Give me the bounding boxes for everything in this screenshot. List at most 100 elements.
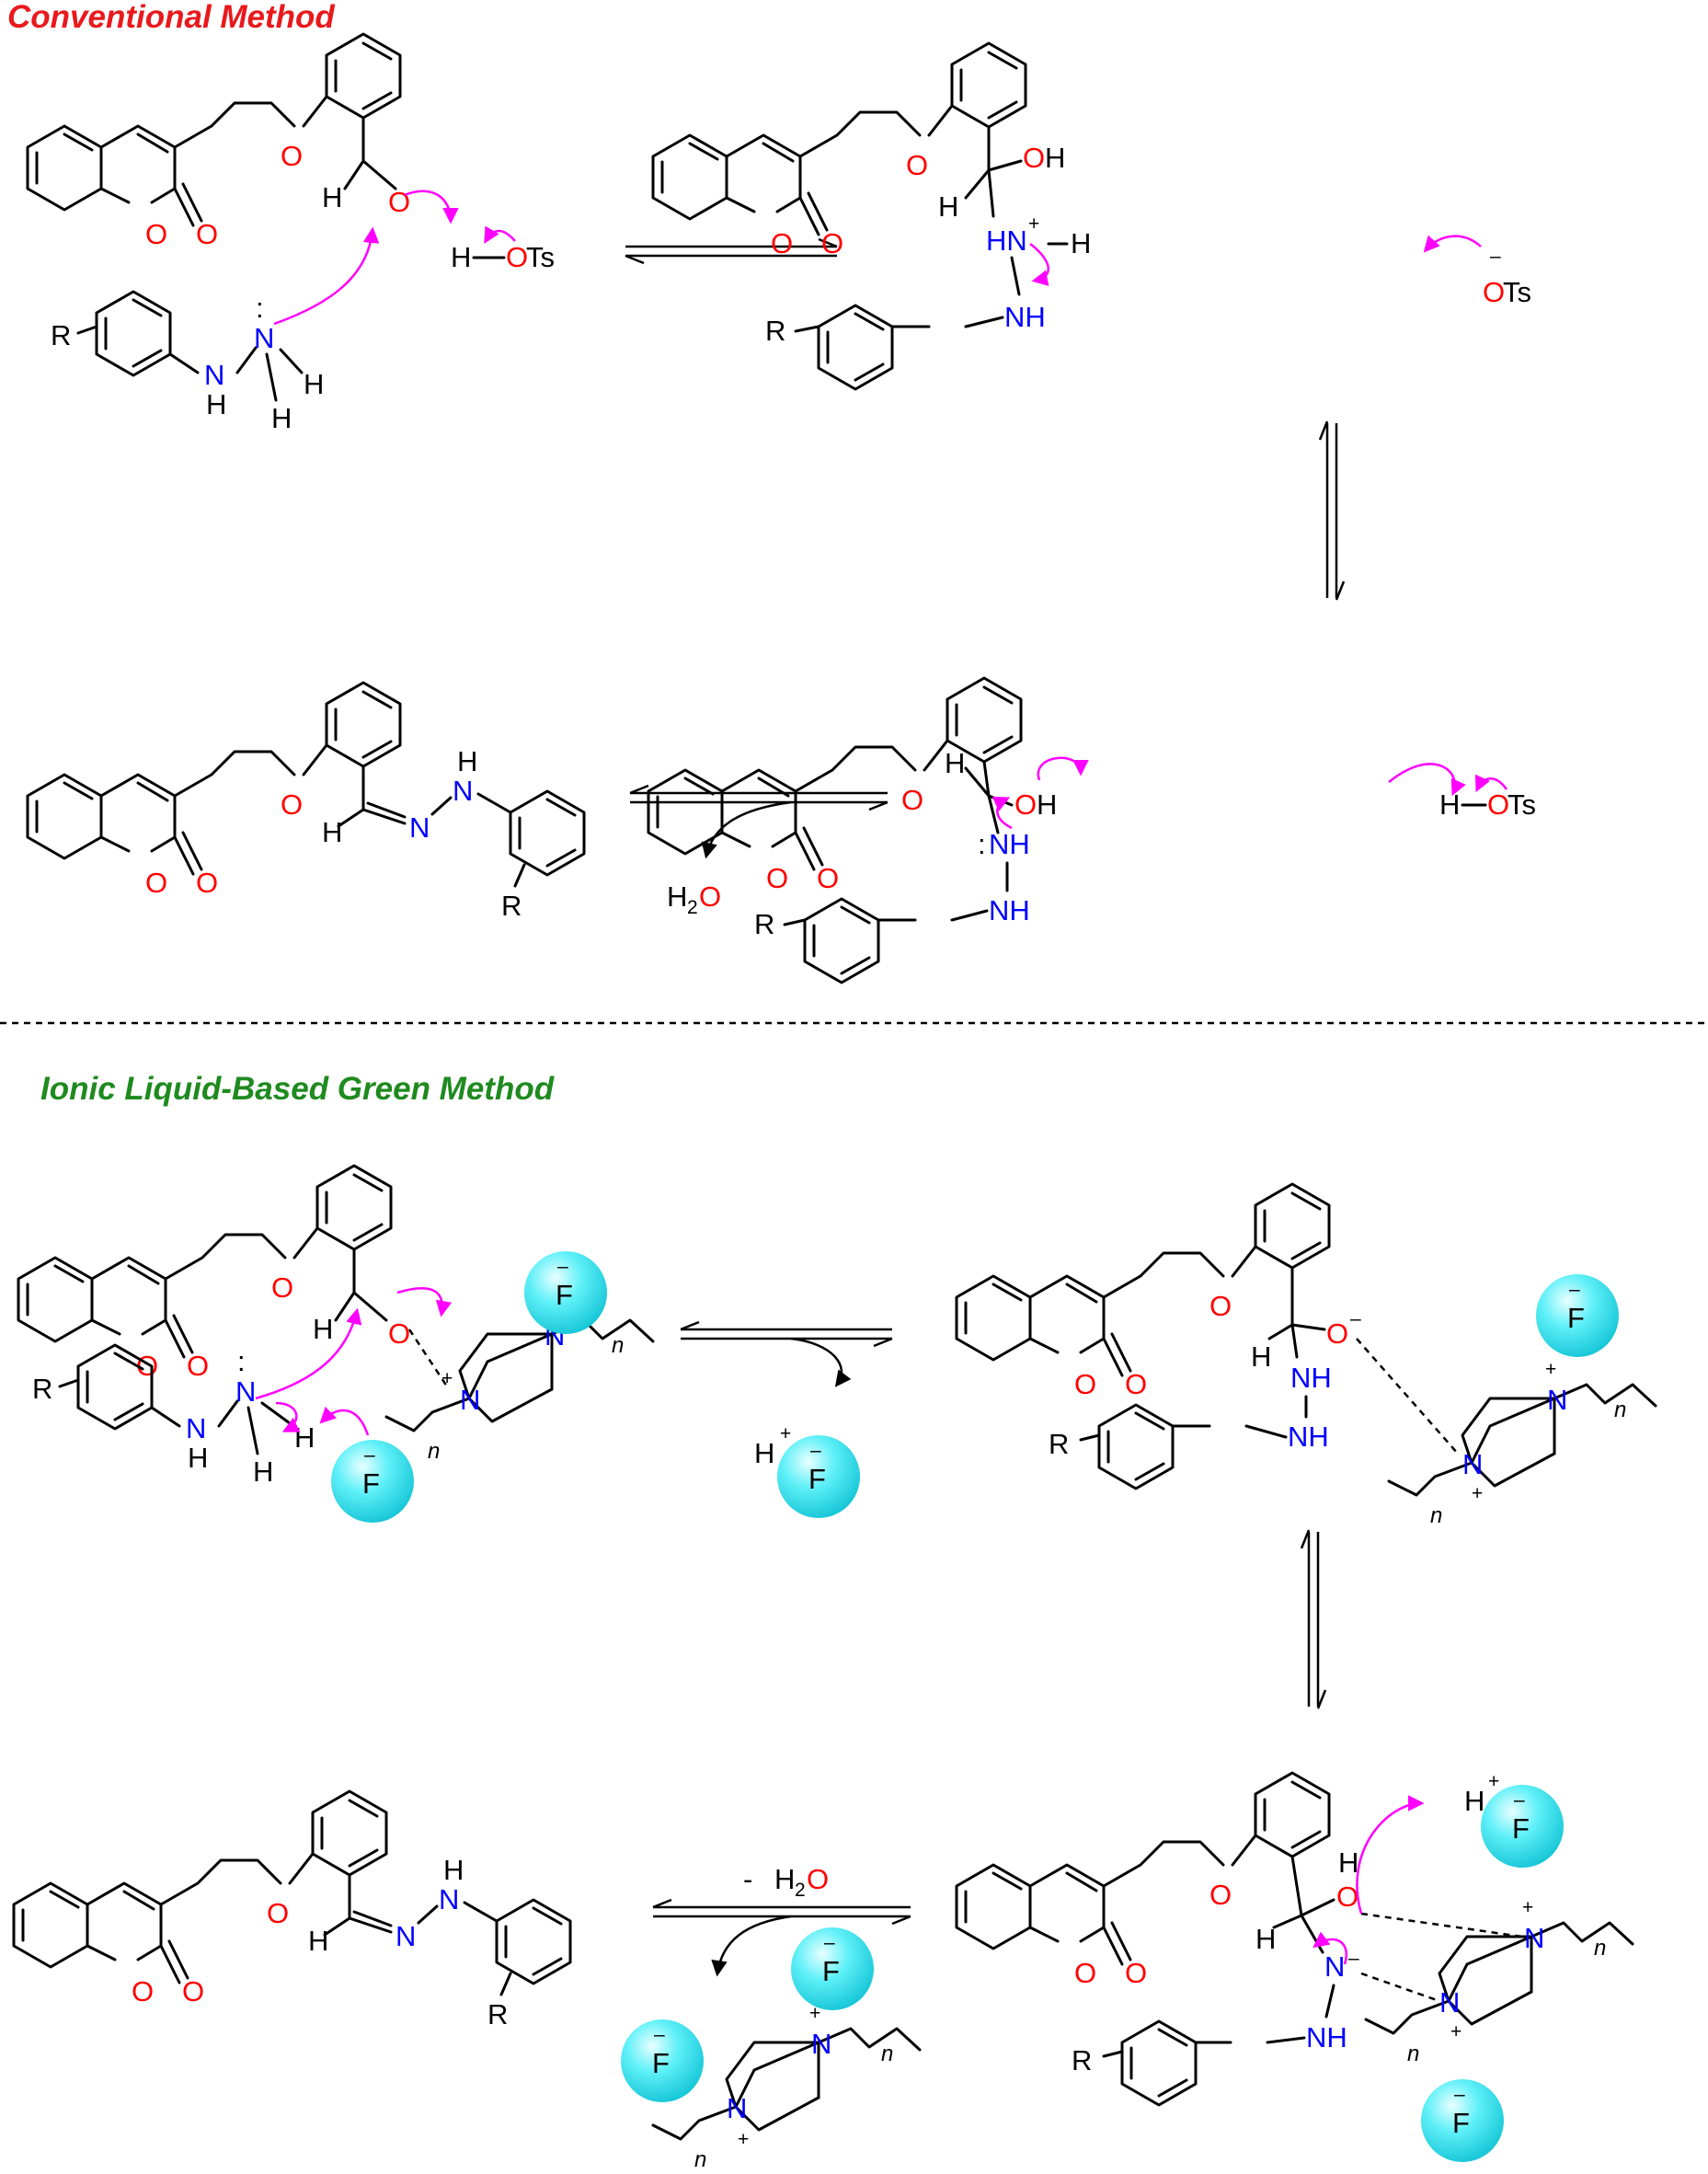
hydrogen-bond-dash [407,1329,451,1390]
h-label: H [1045,142,1065,174]
conventional-method-title: Conventional Method [7,0,335,35]
green-method-title: Ionic Liquid-Based Green Method [40,1071,555,1107]
n-subscript: n [881,2042,893,2066]
charge-plus: + [441,1368,453,1389]
o-label: O [281,788,303,821]
h-label: H [1464,1785,1484,1817]
o-label: O [901,784,923,816]
curved-arrow-icon [790,1337,852,1387]
o-label: O [906,149,928,181]
h-label: H [308,1925,328,1957]
charge-plus: + [1450,2021,1462,2042]
r-label: R [501,890,522,922]
curved-arrow-icon [1037,756,1089,781]
o-label: O [771,227,793,259]
tosic-acid-1: H O Ts [451,241,555,273]
hydrogen-bond-dash [1360,1912,1523,1938]
n-label: N [1524,1922,1544,1954]
charge-plus: + [1028,213,1039,235]
n-label: N [235,1375,256,1408]
f-label: F [1567,1302,1585,1334]
dabco-ionic-liquid-cation-3: N + N + n n [1364,1897,1634,2066]
o-label: O [271,1271,293,1304]
ts-label: Ts [1503,276,1531,308]
equilibrium-arrow-icon [1300,1529,1327,1709]
lone-pair: : [978,828,986,860]
minus-water-label: - H 2 O [743,1863,829,1901]
charge-minus: – [1490,246,1501,267]
h-label: H [294,1421,315,1454]
molecule-intermediate-protonated: O O O O H H HN + H NH R [651,41,1091,391]
curved-arrow-icon [255,1307,362,1400]
curved-arrow-icon [319,1406,370,1436]
f-label: F [1512,1812,1530,1845]
o-label: O [1125,1368,1147,1400]
o-label: O [1326,1317,1348,1350]
curved-arrow-icon [1474,774,1508,793]
tosic-acid-2: H O Ts [1439,788,1536,821]
molecule-hemiaminal-green: O O O O H H N – NH R [955,1771,1359,2107]
n-label: N [1439,1986,1460,2019]
fluoride-ion-ball-icon: F – [621,2019,704,2102]
o-label: O [132,1975,154,2007]
charge-minus: – [654,2024,665,2045]
charge-plus: + [1545,1359,1556,1380]
o-label: O [1209,1879,1232,1911]
ts-label: Ts [526,241,555,273]
r-label: R [754,908,774,940]
o-label: O [267,1897,289,1929]
nh-label: NH [1004,301,1046,333]
f-label: F [808,1463,826,1495]
o-label: O [145,867,167,899]
h-label: H [451,241,471,273]
h-label: H [322,816,342,848]
f-label: F [362,1467,380,1500]
n-label: N [1462,1448,1483,1480]
o-label: O [136,1350,158,1382]
n-subscript: n [428,1439,440,1464]
charge-plus: + [1472,1483,1483,1504]
o-label: O [506,241,528,273]
curved-arrow-icon [701,800,792,859]
nh-label: NH [989,894,1030,926]
h-label: H [1251,1340,1271,1373]
hn-label: HN [986,224,1027,257]
molecule-aldehyde-green: O O O H O [17,1164,410,1382]
dabco-ionic-liquid-cation-2: N + N + n n [1387,1359,1657,1528]
h-label: H [945,747,965,779]
lone-pair: : [256,292,264,324]
o-label: O [1014,788,1037,821]
n-label: N [1547,1384,1567,1416]
tosylate-anion-1: – O Ts [1483,246,1531,308]
n-subscript: n [1614,1398,1626,1422]
n-subscript: n [612,1333,624,1358]
n-subscript: n [694,2147,706,2172]
charge-plus: + [738,2129,749,2150]
o-label: O [1487,788,1509,821]
n-label: N [453,775,473,807]
charge-minus: – [1348,1948,1359,1969]
o-label: O [1074,1957,1096,1989]
h-label: H [271,402,292,434]
ts-label: Ts [1507,788,1536,821]
n-label: N [439,1883,459,1915]
o-label: O [1125,1957,1147,1989]
curved-arrow-icon [273,226,380,326]
molecule-alkoxide-intermediate: O O O O – H NH NH R [955,1182,1361,1490]
r-label: R [1049,1428,1069,1460]
equilibrium-arrow-icon [629,784,888,811]
nh-label: NH [1306,2021,1347,2053]
fluoride-ion-ball-icon: F – [331,1440,414,1523]
curved-arrow-icon [1388,763,1466,797]
water-o: O [807,1863,829,1895]
equilibrium-arrow-icon [625,237,838,265]
h-label: H [754,1437,774,1469]
ether-oxygen-label: O [281,140,303,172]
n-label: N [727,2092,747,2124]
r-label: R [487,1998,508,2030]
arylhydrazine-2: R N H N : H H [32,1343,315,1488]
arylhydrazine-1: R N H N : H H [51,290,324,434]
charge-minus: – [1514,1789,1525,1811]
curved-arrow-icon [711,1915,792,1977]
